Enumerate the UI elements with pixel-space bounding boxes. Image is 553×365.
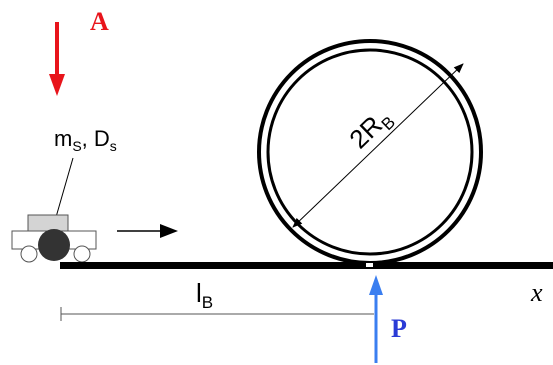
- length-subscript: B: [202, 293, 213, 312]
- motion-arrow: [117, 224, 178, 238]
- label-separator: ,: [82, 126, 94, 151]
- loop: [257, 39, 483, 265]
- mass-diameter-label: mS, Ds: [54, 126, 117, 154]
- track: [60, 262, 553, 269]
- diameter-subscript: s: [110, 138, 117, 154]
- mass-symbol: m: [54, 126, 72, 151]
- diameter-label: 2RB: [343, 102, 399, 157]
- mass-subscript: S: [72, 138, 81, 154]
- label-p: P: [391, 314, 407, 343]
- ball-icon: [38, 229, 70, 261]
- diameter-symbol: D: [94, 126, 110, 151]
- arrow-p: [369, 275, 383, 363]
- diameter-arrow: [292, 63, 464, 228]
- length-dimension: [60, 307, 374, 321]
- loop-entry-gap: [366, 263, 373, 267]
- x-axis-label: x: [530, 278, 543, 307]
- label-a: A: [90, 7, 109, 36]
- length-label: lB: [196, 278, 213, 312]
- arrow-a: [49, 22, 65, 96]
- length-symbol: l: [196, 278, 202, 308]
